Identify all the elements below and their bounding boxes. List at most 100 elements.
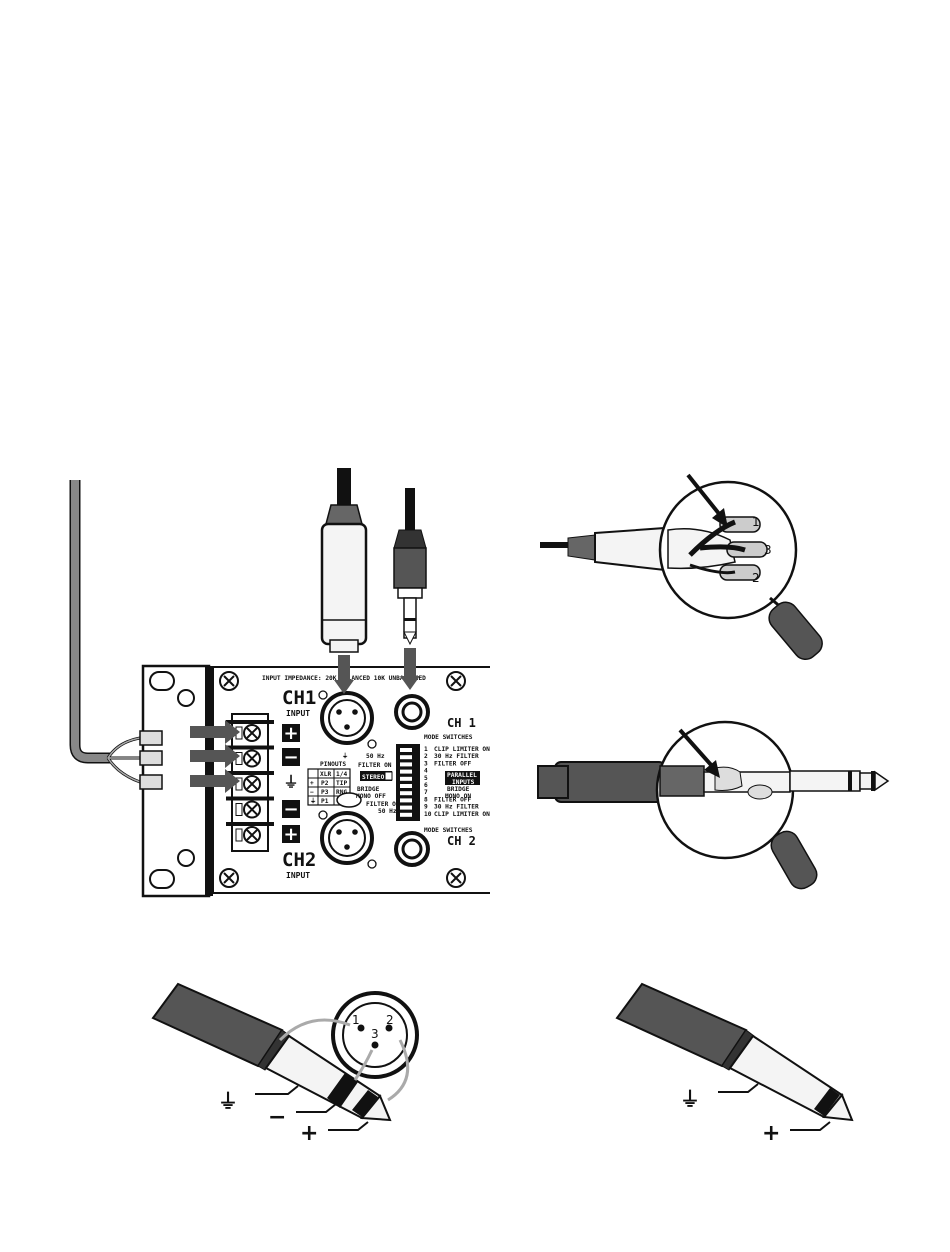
bare-wire-cable [69, 480, 240, 793]
adapter-ground-label: ⏚ [218, 1089, 238, 1113]
dip-switch-4[interactable] [400, 769, 412, 774]
ch2-xlr-jack[interactable] [318, 810, 377, 869]
ch2-label: CH2 [282, 849, 316, 871]
mode-labels-left: ⏚ 50 Hz FILTER ON STEREO BRIDGE MONO OFF… [342, 752, 400, 815]
dip-switch-8[interactable] [400, 798, 412, 803]
switch-label-3: FILTER OFF [434, 760, 472, 767]
pinout-row-xlr: P1 [321, 798, 329, 805]
parallel-inputs-line1: PARALLEL [447, 772, 477, 779]
arrow-terminal-1 [190, 720, 240, 744]
ground-lift-icon: ⏚ [342, 752, 348, 760]
dip-switch-1[interactable] [400, 748, 412, 752]
dip-switch-9[interactable] [400, 805, 412, 810]
pinouts-title: PINOUTS [320, 761, 346, 768]
parallel-inputs-line2: INPUTS [452, 779, 475, 786]
switch-label-2: 30 Hz FILTER [434, 753, 479, 760]
trs-plug [393, 488, 427, 690]
adapter-plug-body [151, 982, 284, 1068]
bridge-mono-on-line1: BRIDGE [447, 786, 470, 793]
terminal-screw-4[interactable] [226, 796, 274, 819]
ch2-modes-sub: MODE SWITCHES [424, 827, 473, 834]
xlr-pin-1-label: 1 [752, 515, 760, 529]
switch-number-3: 3 [424, 760, 428, 767]
ch1-modes-title: CH 1 [447, 716, 476, 730]
dip-switch-5[interactable] [400, 776, 412, 781]
spade-lug-3 [139, 774, 163, 790]
pinouts-header-xlr: XLR [320, 771, 331, 778]
pinout-row-xlr: P2 [321, 780, 329, 787]
filter-on-label-2: FILTER ON [366, 801, 400, 808]
spade-lug-1 [139, 730, 163, 746]
dip-switch-block[interactable] [396, 744, 420, 821]
pinout-row-quarter: TIP [336, 780, 347, 787]
terminal-symbols: + − ⏚ − + [282, 723, 300, 845]
terminal-plus-1: + [283, 723, 298, 744]
ch2-quarter-inch-jack[interactable] [394, 831, 430, 867]
mono-ground-label: ⏚ [680, 1087, 700, 1111]
arrow-trs-down [400, 676, 420, 690]
hz-label-2: 50 Hz [378, 808, 397, 815]
terminal-ground: ⏚ [283, 773, 298, 791]
pinouts-header-quarter: 1/4 [336, 771, 347, 778]
dip-switch-7[interactable] [400, 791, 412, 796]
xlr-plug [320, 468, 368, 694]
xlr-pin-2-label: 2 [752, 571, 760, 585]
adapter-link-3 [353, 1049, 374, 1081]
pinout-row-sym: + [310, 780, 314, 787]
magnifier-handle-2 [770, 830, 818, 890]
panel-knob[interactable] [336, 792, 362, 808]
rack-slot-bottom [149, 869, 175, 889]
switch-number-2: 2 [424, 753, 428, 760]
ch1-modes-sub: MODE SWITCHES [424, 734, 473, 741]
pinout-row-xlr: P3 [321, 789, 329, 796]
filter-on-label-1: FILTER ON [358, 762, 392, 769]
dip-switch-3[interactable] [400, 762, 412, 767]
ch1-input-label: INPUT [286, 709, 310, 718]
mono-plug: ⏚ + [615, 982, 854, 1146]
ch2-input-label: INPUT [286, 871, 310, 880]
terminal-plus-2: + [283, 824, 298, 845]
dip-switch-6[interactable] [400, 784, 412, 788]
mono-plus-label: + [762, 1121, 780, 1146]
stereo-label: STEREO [362, 774, 385, 781]
arrow-terminal-2 [190, 744, 240, 768]
rack-hole-bottom [177, 849, 195, 867]
switch-number-8: 8 [424, 796, 428, 803]
trs-solder-magnifier [537, 720, 890, 890]
terminal-screw-5[interactable] [226, 822, 274, 844]
ch2-modes-title: CH 2 [447, 834, 476, 848]
adapter-pin-1: 1 [352, 1013, 360, 1027]
panel-screws [219, 671, 466, 888]
xlr-pin-3-label: 3 [764, 543, 772, 557]
switch-number-9: 9 [424, 804, 428, 811]
switch-number-1: 1 [424, 746, 428, 753]
ch1-xlr-jack[interactable] [318, 690, 377, 749]
switch-label-1: CLIP LIMITER ON [434, 746, 490, 753]
spade-lug-2 [139, 750, 163, 766]
terminal-screw-2[interactable] [226, 745, 274, 768]
rack-slot-top [149, 671, 175, 691]
adapter-pin-2: 2 [386, 1013, 394, 1027]
adapter-pin-3: 3 [371, 1027, 379, 1041]
terminal-minus-1: − [283, 747, 298, 768]
terminal-screw-3[interactable] [226, 771, 274, 793]
switch-label-8: FILTER OFF [434, 796, 472, 803]
bridge-mono-off-line2: MONO OFF [356, 793, 386, 800]
switch-number-4: 4 [424, 768, 428, 775]
terminal-screw-1[interactable] [226, 720, 274, 742]
adapter-link-1 [278, 1018, 351, 1042]
barrier-strip [226, 713, 274, 852]
arrow-terminal-3 [190, 769, 240, 793]
pinout-row-quarter: RNG [336, 789, 347, 796]
dip-switch-10[interactable] [400, 812, 412, 817]
adapter-plus-label: + [300, 1121, 318, 1146]
ch1-quarter-inch-jack[interactable] [394, 694, 430, 730]
adapter-link-2 [387, 1039, 410, 1102]
switch-number-10: 10 [424, 811, 432, 818]
switch-number-5: 5 [424, 775, 428, 782]
dip-switch-2[interactable] [400, 755, 412, 760]
hz-label-1: 50 Hz [366, 753, 385, 760]
